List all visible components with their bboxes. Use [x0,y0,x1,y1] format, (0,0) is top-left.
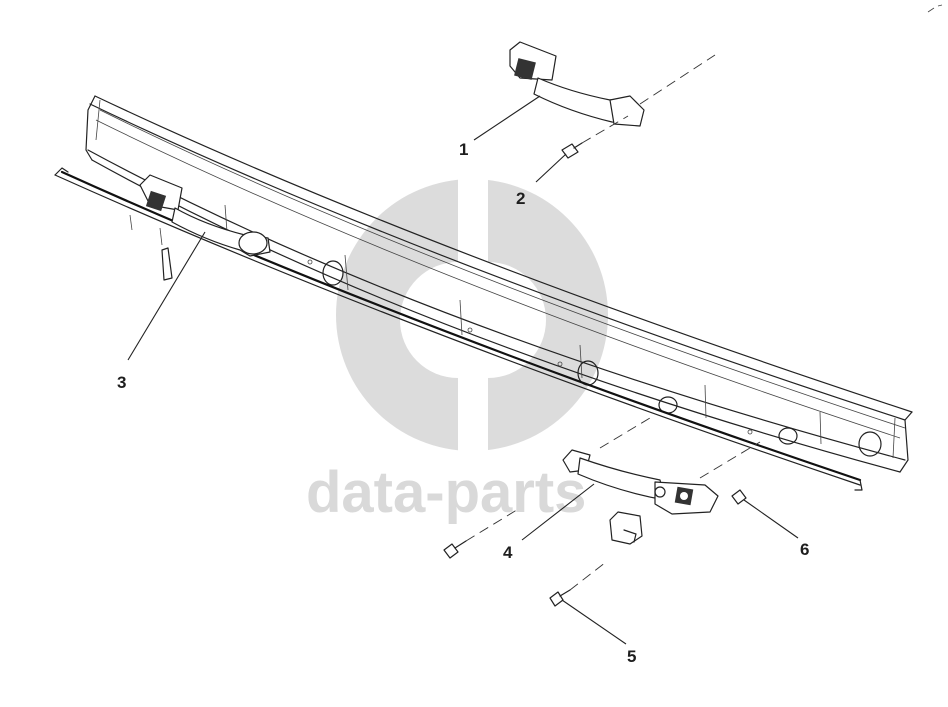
grab-handle-lower [562,417,761,515]
installed-grab-handle [139,174,271,257]
leader-lines [127,95,799,645]
callout-6: 6 [800,540,809,559]
callout-1: 1 [459,140,468,159]
screw-left [443,507,521,559]
grab-handle-upper [509,41,716,127]
callout-2: 2 [516,189,525,208]
callout-5: 5 [627,647,636,666]
end-clip [609,511,643,545]
callout-4: 4 [503,543,513,562]
screw-6 [731,489,747,505]
screw-upper [561,115,629,159]
watermark-logo [336,170,608,460]
corner-mark [927,4,943,13]
screw-5 [549,561,607,607]
trim-strip [54,167,863,491]
callout-3: 3 [117,373,126,392]
watermark-text: data-parts [306,460,586,525]
